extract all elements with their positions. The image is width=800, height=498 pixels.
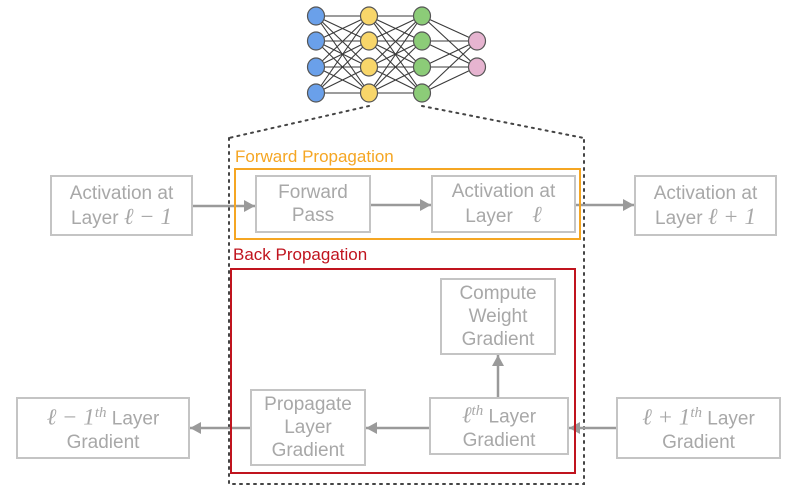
network-edge xyxy=(315,40,370,94)
arrow-propagate-to-prev-head xyxy=(190,422,201,434)
network-edge xyxy=(421,40,478,68)
hidden2-node xyxy=(412,57,432,77)
network-edge xyxy=(368,15,423,42)
compute-weight-gradient-box: Compute Weight Gradient xyxy=(440,278,556,355)
zoom-line-right xyxy=(421,105,585,139)
propagate-layer-gradient-box: Propagate Layer Gradient xyxy=(250,389,366,466)
input-node xyxy=(306,83,326,103)
network-edge xyxy=(315,15,370,42)
arrow-grad-to-compute-head xyxy=(492,355,504,366)
zoom-line-left xyxy=(228,105,370,139)
network-edge xyxy=(315,15,370,94)
network-edge xyxy=(315,66,370,94)
back-propagation-title: Back Propagation xyxy=(233,245,368,264)
hidden1-node xyxy=(359,57,379,77)
input-node xyxy=(306,57,326,77)
network-edge xyxy=(368,15,423,94)
activation-curr-layer-box: Activation at Layer ℓ xyxy=(431,175,576,233)
output-node xyxy=(467,31,487,51)
zoom-region-outline xyxy=(228,137,585,485)
activation-prev-layer-box: Activation at Layer ℓ − 1 xyxy=(50,175,193,236)
network-edge xyxy=(368,66,423,94)
network-edge xyxy=(421,40,478,94)
input-node xyxy=(306,31,326,51)
input-node xyxy=(306,6,326,26)
next-layer-gradient-box: ℓ + 1th Layer Gradient xyxy=(616,397,781,459)
arrow-curr-to-propagate-head xyxy=(366,422,377,434)
back-propagation-frame xyxy=(230,268,576,474)
prev-layer-gradient-box: ℓ − 1th Layer Gradient xyxy=(16,397,190,459)
arrow-prev-to-forward-head xyxy=(244,200,255,212)
arrow-activation-to-next-head xyxy=(623,199,634,211)
curr-layer-gradient-box: ℓth Layer Gradient xyxy=(429,397,569,455)
network-edge xyxy=(421,15,478,42)
hidden1-node xyxy=(359,31,379,51)
activation-next-layer-box: Activation at Layer ℓ + 1 xyxy=(634,175,777,236)
network-edge xyxy=(421,66,478,94)
arrow-forward-to-activation-head xyxy=(420,199,431,211)
output-node xyxy=(467,57,487,77)
network-edge xyxy=(368,40,423,94)
network-edge xyxy=(315,15,370,68)
hidden2-node xyxy=(412,31,432,51)
network-edge xyxy=(368,15,423,68)
hidden1-node xyxy=(359,6,379,26)
forward-propagation-frame xyxy=(234,168,581,240)
forward-pass-box: Forward Pass xyxy=(255,175,371,233)
hidden1-node xyxy=(359,83,379,103)
hidden2-node xyxy=(412,83,432,103)
forward-propagation-title: Forward Propagation xyxy=(235,147,394,166)
hidden2-node xyxy=(412,6,432,26)
